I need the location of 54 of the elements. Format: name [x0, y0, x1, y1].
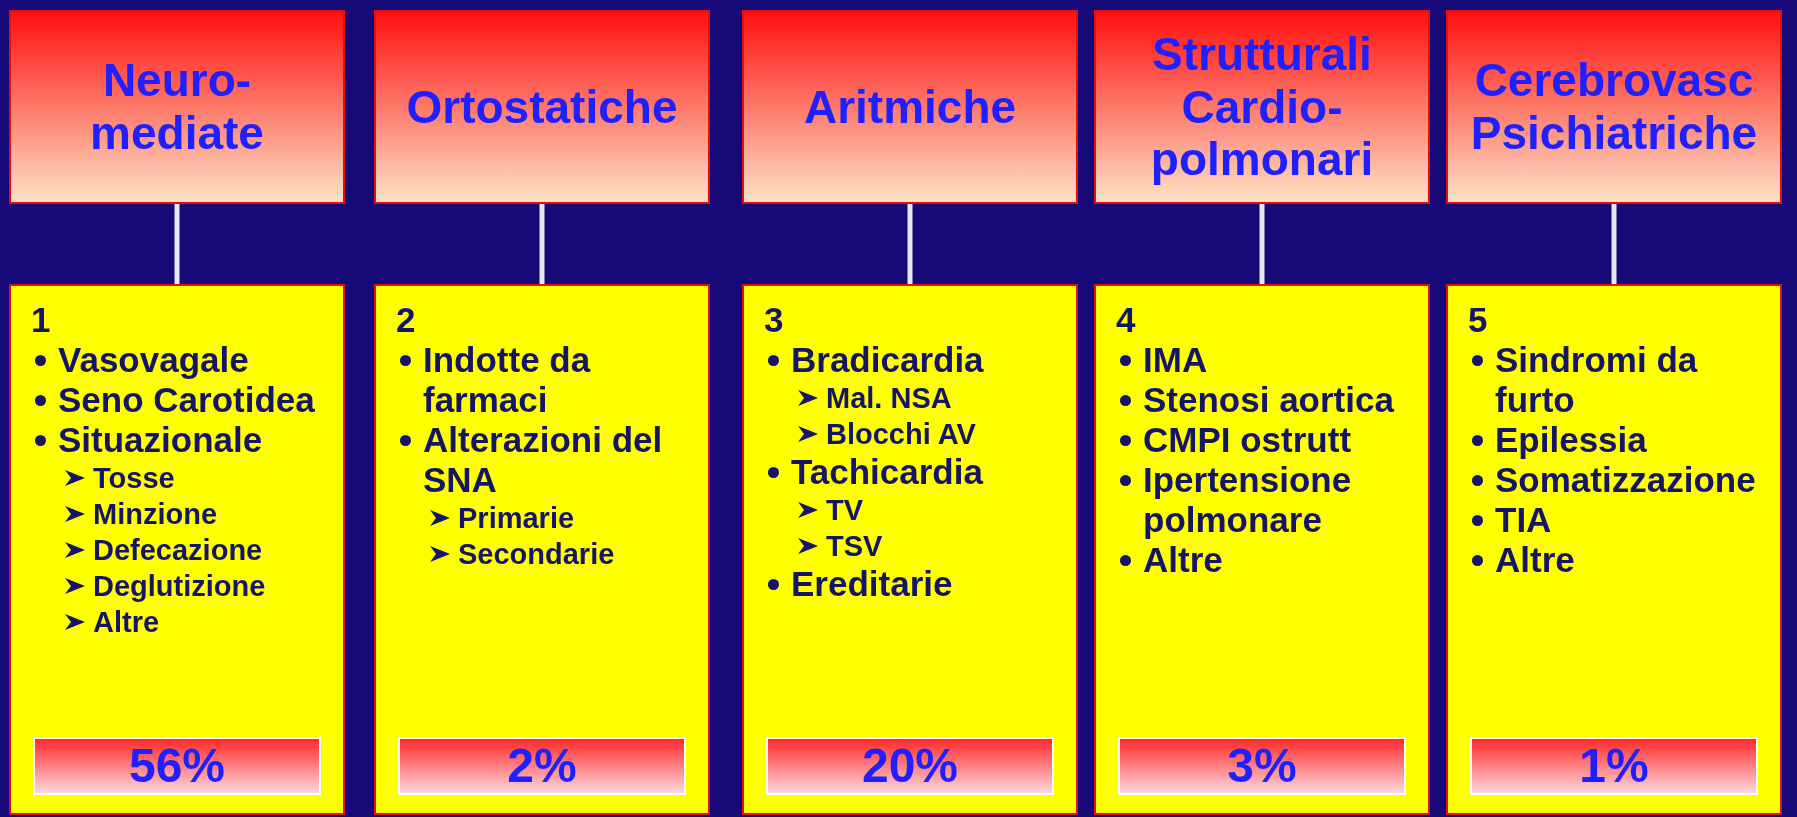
- list-item: Tachicardia: [791, 452, 983, 492]
- list-item: Seno Carotidea: [58, 380, 315, 420]
- connector-line: [1611, 204, 1617, 284]
- category-card: [742, 284, 1078, 815]
- card-number: 2: [396, 300, 416, 340]
- list-item: Altre: [1143, 540, 1223, 580]
- sub-list-item: Secondarie: [458, 537, 615, 572]
- category-header: Neuro-mediate: [9, 10, 345, 204]
- sub-list-item: TV: [826, 493, 864, 528]
- list-item: Ipertensione polmonare: [1143, 460, 1353, 540]
- percentage-badge: 2%: [398, 737, 686, 795]
- list-item: Vasovagale: [58, 340, 249, 380]
- category-header: Ortostatiche: [374, 10, 710, 204]
- connector-line: [539, 204, 545, 284]
- sub-list-item: Tosse: [93, 461, 175, 496]
- list-item: Altre: [1495, 540, 1575, 580]
- card-number: 3: [764, 300, 784, 340]
- category-card: [9, 284, 345, 815]
- list-item: IMA: [1143, 340, 1208, 380]
- list-item: Indotte da farmaci: [423, 340, 592, 420]
- category-header: Strutturali Cardio-polmonari: [1094, 10, 1430, 204]
- category-card: [1446, 284, 1782, 815]
- list-item: Epilessia: [1495, 420, 1647, 460]
- sub-list-item: Defecazione: [93, 533, 263, 568]
- connector-line: [1259, 204, 1265, 284]
- sub-list-item: Minzione: [93, 497, 218, 532]
- list-item: Alterazioni del SNA: [423, 420, 664, 500]
- sub-list-item: Blocchi AV: [826, 417, 976, 452]
- list-item: Sindromi da furto: [1495, 340, 1699, 420]
- list-item: CMPI ostrutt: [1143, 420, 1352, 460]
- category-header: Aritmiche: [742, 10, 1078, 204]
- category-header: Cerebrovasc Psichiatriche: [1446, 10, 1782, 204]
- sub-list-item: TSV: [826, 529, 883, 564]
- percentage-badge: 20%: [766, 737, 1054, 795]
- connector-line: [174, 204, 180, 284]
- list-item: Situazionale: [58, 420, 263, 460]
- card-number: 5: [1468, 300, 1488, 340]
- list-item: Ereditarie: [791, 564, 953, 604]
- sub-list-item: Mal. NSA: [826, 381, 952, 416]
- connector-line: [907, 204, 913, 284]
- list-item: TIA: [1495, 500, 1552, 540]
- category-card: [374, 284, 710, 815]
- card-number: 4: [1116, 300, 1136, 340]
- percentage-badge: 1%: [1470, 737, 1758, 795]
- percentage-badge: 56%: [33, 737, 321, 795]
- percentage-badge: 3%: [1118, 737, 1406, 795]
- sub-list-item: Deglutizione: [93, 569, 266, 604]
- card-number: 1: [31, 300, 51, 340]
- list-item: Somatizzazione: [1495, 460, 1756, 500]
- list-item: Bradicardia: [791, 340, 984, 380]
- sub-list-item: Primarie: [458, 501, 575, 536]
- category-card: [1094, 284, 1430, 815]
- list-item: Stenosi aortica: [1143, 380, 1394, 420]
- sub-list-item: Altre: [93, 605, 160, 640]
